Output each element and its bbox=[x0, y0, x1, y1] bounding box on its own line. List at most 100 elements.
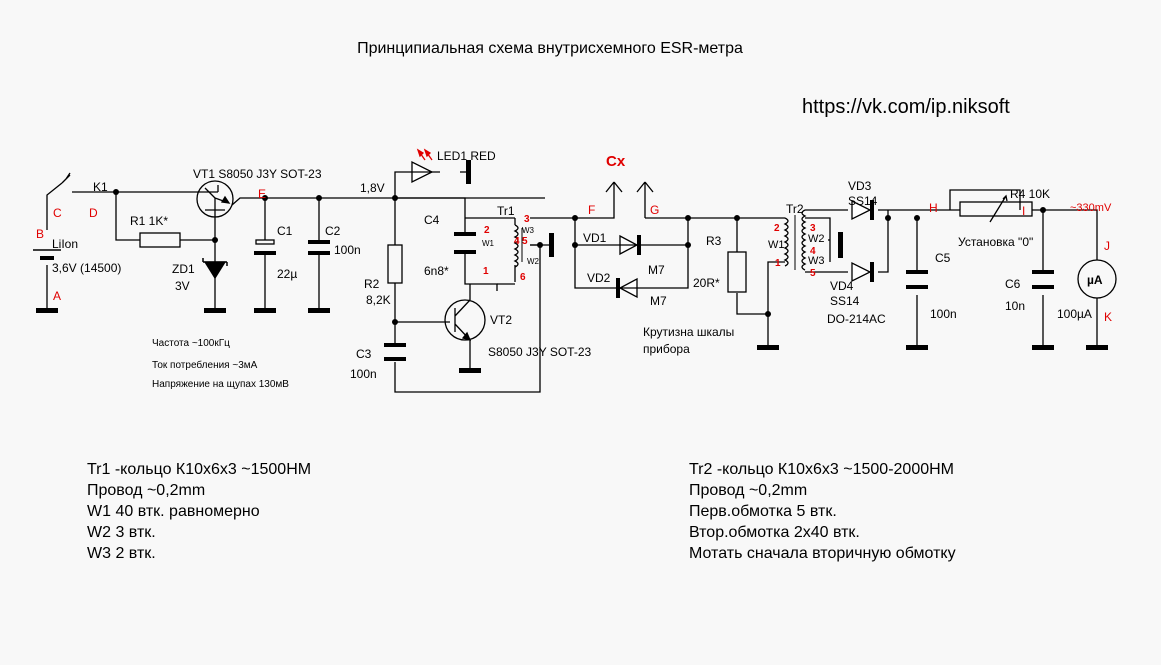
node-g: G bbox=[650, 203, 659, 217]
spec-current: Ток потребления ~3мА bbox=[152, 359, 258, 371]
node-d: D bbox=[89, 206, 98, 220]
label-c5-value: 100n bbox=[930, 307, 957, 321]
ground-c2 bbox=[308, 308, 330, 313]
label-vt1: VT1 S8050 J3Y SOT-23 bbox=[193, 167, 322, 181]
label-c4: C4 bbox=[424, 213, 440, 227]
node-a: A bbox=[53, 289, 61, 303]
label-r2-value: 8,2K bbox=[366, 293, 391, 307]
node-c: C bbox=[53, 206, 62, 220]
tr2-note-line: Мотать сначала вторичную обмотку bbox=[689, 545, 956, 562]
ground-c1 bbox=[254, 308, 276, 313]
tr1-pin-5: 5 bbox=[522, 236, 528, 247]
component-labels: K1 LiIon 3,6V (14500) R1 1K* VT1 S8050 J… bbox=[52, 149, 1103, 381]
label-c3-value: 100n bbox=[350, 367, 377, 381]
tr2-winding-labels: W1 W2 W3 bbox=[768, 233, 825, 267]
ground-symbols bbox=[36, 308, 1108, 373]
tr2-pin-3: 3 bbox=[810, 223, 816, 234]
label-vt2-value: S8050 J3Y SOT-23 bbox=[488, 345, 592, 359]
label-vt2: VT2 bbox=[490, 313, 512, 327]
node-f: F bbox=[588, 203, 595, 217]
tr2-pin-4: 4 bbox=[810, 246, 816, 257]
tr2-note-line: Провод ~0,2mm bbox=[689, 482, 808, 499]
label-c2: C2 bbox=[325, 224, 341, 238]
tr2-pin-2: 2 bbox=[774, 223, 780, 234]
ground-c5 bbox=[906, 345, 928, 350]
tr2-wires bbox=[805, 209, 848, 273]
tr1-pin-3: 3 bbox=[524, 214, 530, 225]
c6-meter-wires bbox=[1042, 210, 1098, 345]
label-tr1: Tr1 bbox=[497, 204, 515, 218]
tr1-note-line: W3 2 втк. bbox=[87, 545, 156, 562]
label-vd3: VD3 bbox=[848, 179, 872, 193]
pin-numbers: 3 2 4 5 1 6 3 2 4 1 5 bbox=[483, 214, 816, 283]
tr1-pin-2: 2 bbox=[484, 225, 490, 236]
node-letters: A B C D E F G H I J K ~330mV bbox=[36, 187, 1112, 324]
node-e: E bbox=[258, 187, 266, 201]
junctions bbox=[113, 189, 1046, 325]
r4-wires bbox=[949, 189, 1098, 260]
microammeter bbox=[1077, 259, 1117, 299]
vd2-diode bbox=[605, 277, 650, 299]
spec-voltage: Напряжение на щупах 130мВ bbox=[152, 379, 289, 390]
label-battery: LiIon bbox=[52, 237, 78, 251]
tr1-note-line: W2 3 втк. bbox=[87, 524, 156, 541]
label-r3-value: 20R* bbox=[693, 276, 720, 290]
tr2-note-line: Перв.обмотка 5 втк. bbox=[689, 503, 837, 520]
vd1-diode bbox=[600, 234, 650, 256]
node-i: I bbox=[1022, 204, 1025, 218]
vt1-transistor bbox=[196, 180, 234, 218]
label-r4: R4 10K bbox=[1010, 187, 1050, 201]
vd-wires bbox=[650, 218, 689, 289]
r3-resistor bbox=[727, 251, 747, 293]
label-c2-value: 100n bbox=[334, 243, 361, 257]
label-r3-note-2: прибора bbox=[643, 342, 690, 356]
vt2-wires bbox=[395, 284, 471, 370]
ground-r3 bbox=[757, 345, 779, 350]
tr2-w3: W3 bbox=[808, 255, 825, 267]
label-r1: R1 1K* bbox=[130, 214, 168, 228]
label-m7-vd1: M7 bbox=[648, 263, 665, 277]
label-vd3-value: SS14 bbox=[848, 194, 878, 208]
label-c6: C6 bbox=[1005, 277, 1021, 291]
vd3-diode bbox=[851, 199, 874, 221]
label-c5: C5 bbox=[935, 251, 951, 265]
tr2-note-line: Tr2 -кольцо К10х6х3 ~1500-2000НМ bbox=[689, 461, 955, 478]
spec-lines: Частота ~100кГц Ток потребления ~3мА Нап… bbox=[152, 338, 289, 390]
tr2-transformer bbox=[783, 209, 843, 271]
label-meter: µA bbox=[1087, 273, 1103, 287]
label-meter-value: 100µA bbox=[1057, 307, 1092, 321]
osc-left-wires bbox=[394, 171, 541, 393]
diagram-title: Принципиальная схема внутрисхемного ESR-… bbox=[357, 40, 743, 57]
label-voltage-1v8: 1,8V bbox=[360, 181, 385, 195]
tr1-notes: Tr1 -кольцо К10х6х3 ~1500НМ Провод ~0,2m… bbox=[87, 459, 311, 564]
battery-switch-wire bbox=[46, 182, 218, 312]
label-tr2: Tr2 bbox=[786, 202, 804, 216]
ground-zd1 bbox=[204, 308, 226, 313]
label-c3: C3 bbox=[356, 347, 372, 361]
transformer-small-labels: W1 W3 W2 bbox=[482, 226, 540, 266]
tr2-note-line: Втор.обмотка 2х40 втк. bbox=[689, 524, 860, 541]
label-k1: K1 bbox=[93, 180, 108, 194]
tr2-pin-1: 1 bbox=[775, 258, 781, 269]
probe-f-wire bbox=[530, 182, 615, 289]
tr1-pin-1: 1 bbox=[483, 266, 489, 277]
c3-capacitor bbox=[384, 343, 406, 361]
vt2-transistor bbox=[444, 299, 486, 342]
node-h: H bbox=[929, 201, 938, 215]
c1-c2-wires bbox=[264, 198, 320, 310]
tr1-w2: W2 bbox=[527, 257, 540, 266]
vd3-vd4-join bbox=[878, 209, 960, 273]
label-r3: R3 bbox=[706, 234, 722, 248]
label-c6-value: 10n bbox=[1005, 299, 1025, 313]
label-vd2: VD2 bbox=[587, 271, 611, 285]
label-c1-value: 22µ bbox=[277, 267, 297, 281]
zd1-zener bbox=[202, 258, 228, 280]
tr1-pin-4: 4 bbox=[514, 236, 520, 247]
c6-capacitor bbox=[1032, 270, 1054, 289]
label-m7-vd2: M7 bbox=[650, 294, 667, 308]
node-b: B bbox=[36, 227, 44, 241]
label-vd1: VD1 bbox=[583, 231, 607, 245]
c2-capacitor bbox=[308, 240, 330, 255]
c1-capacitor bbox=[254, 239, 276, 255]
cx-arrow-right bbox=[636, 181, 654, 218]
